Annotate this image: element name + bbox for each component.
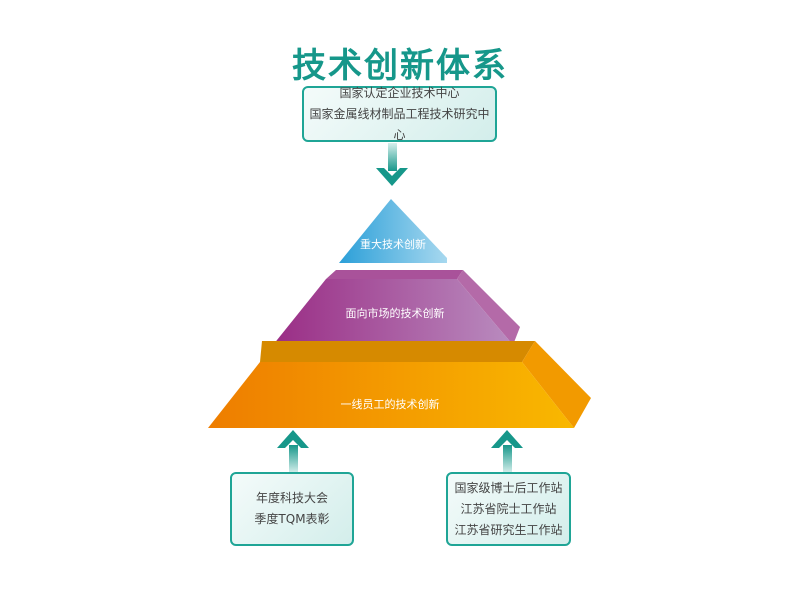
bottom-right-line: 江苏省研究生工作站	[454, 522, 563, 537]
pyramid-top-label: 重大技术创新	[360, 238, 426, 251]
pyramid-top-level	[339, 199, 447, 263]
top-box-line: 国家认定企业技术中心	[339, 85, 460, 100]
bottom-left-line: 年度科技大会	[255, 491, 328, 505]
arrow-down-icon	[376, 143, 408, 186]
bottom-right-box: 国家级博士后工作站 江苏省院士工作站 江苏省研究生工作站	[446, 472, 571, 546]
bottom-left-box: 年度科技大会 季度TQM表彰	[230, 472, 354, 546]
bottom-right-line: 江苏省院士工作站	[460, 501, 557, 516]
bottom-right-line: 国家级博士后工作站	[454, 480, 563, 495]
arrow-up-icon	[491, 430, 523, 473]
top-box-line: 国家金属线材制品工程技术研究中心	[309, 106, 490, 142]
pyramid-middle-label: 面向市场的技术创新	[345, 307, 445, 320]
arrow-up-icon	[277, 430, 309, 473]
top-box: 国家认定企业技术中心 国家金属线材制品工程技术研究中心	[302, 86, 497, 142]
pyramid-bottom-level	[208, 362, 574, 428]
pyramid-bottom-label: 一线员工的技术创新	[340, 398, 440, 411]
pyramid-middle-level	[273, 279, 513, 345]
diagram-title: 技术创新体系	[292, 46, 508, 86]
bottom-left-line: 季度TQM表彰	[254, 512, 330, 526]
